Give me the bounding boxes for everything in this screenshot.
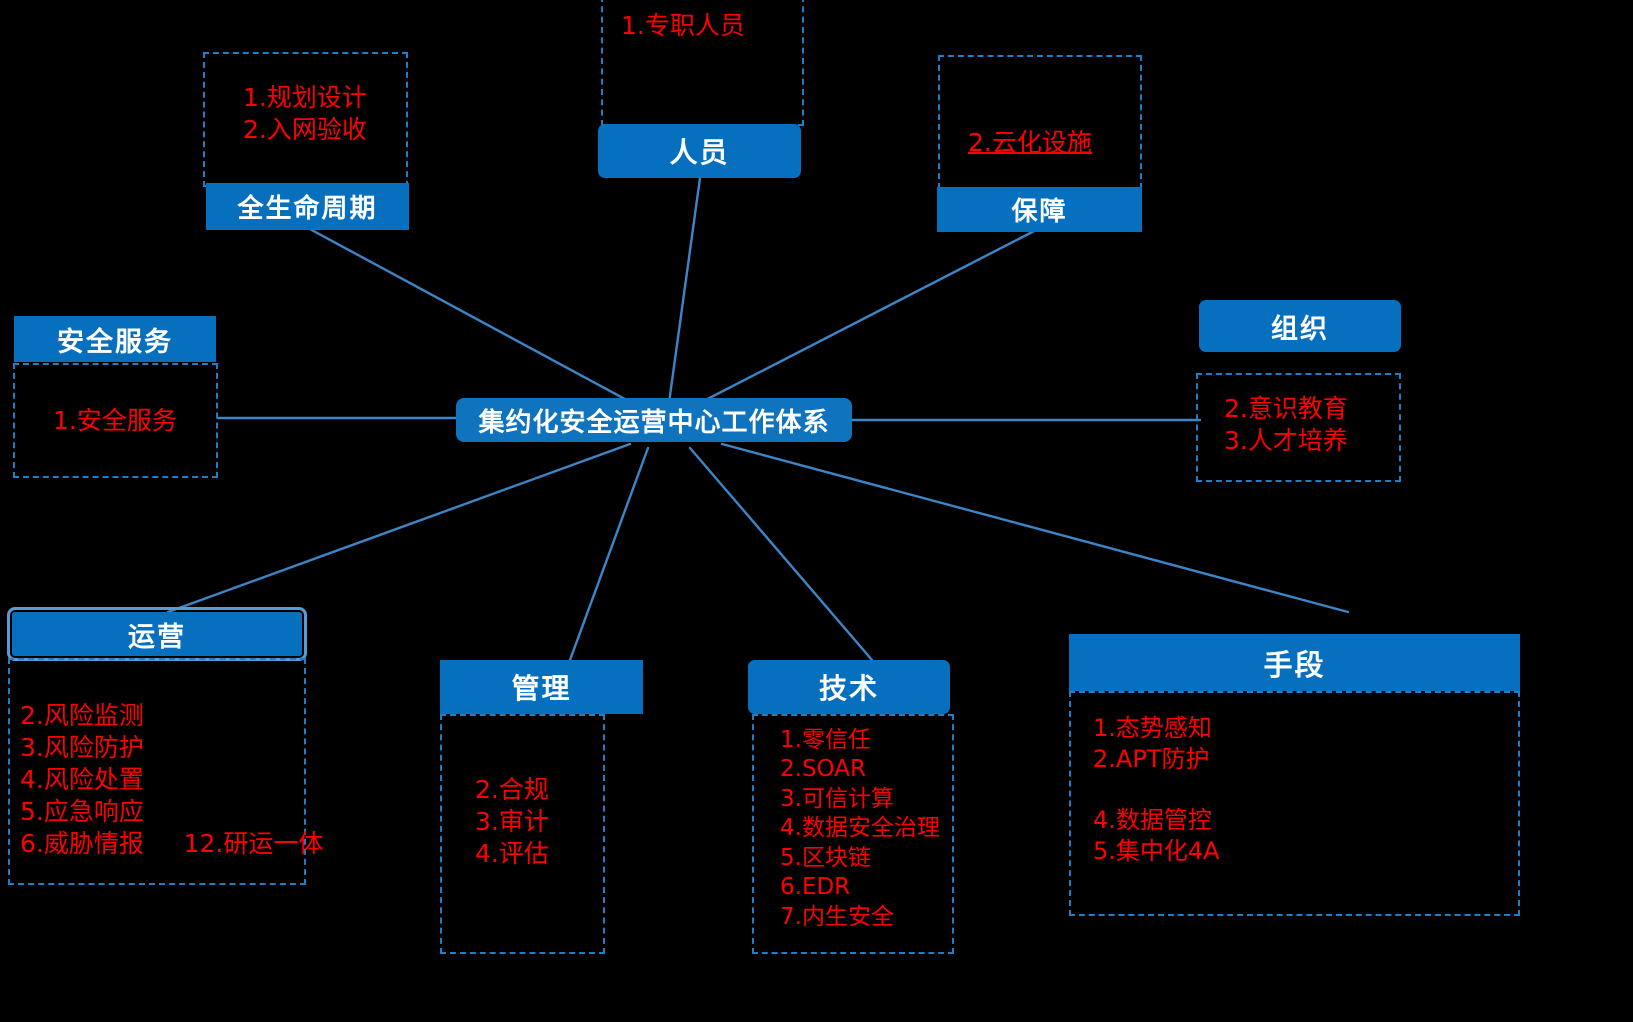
means-title[interactable]: 手段 bbox=[1069, 634, 1520, 691]
means-detail-panel: 1.态势感知 2.APT防护 4.数据管控 5.集中化4A bbox=[1069, 691, 1520, 916]
operations-item-1: 2.风险监测 bbox=[20, 701, 144, 730]
personnel-detail-panel: 1.专职人员 bbox=[601, 0, 804, 126]
personnel-title-label: 人员 bbox=[669, 136, 730, 169]
central-node-label: 集约化安全运营中心工作体系 bbox=[478, 407, 830, 438]
management-item-3: 4.评估 bbox=[475, 839, 549, 868]
technology-detail-panel: 1.零信任 2.SOAR 3.可信计算 4.数据安全治理 5.区块链 6.EDR… bbox=[752, 714, 954, 954]
lifecycle-item-1: 1.规划设计 bbox=[243, 83, 367, 112]
technology-item-4: 4.数据安全治理 bbox=[780, 815, 940, 842]
technology-title[interactable]: 技术 bbox=[748, 660, 950, 714]
means-title-label: 手段 bbox=[1263, 647, 1326, 682]
operations-item-5: 6.威胁情报 12.研运一体 bbox=[20, 829, 324, 858]
operations-item-3: 4.风险处置 bbox=[20, 765, 144, 794]
means-item-4: 4.数据管控 bbox=[1093, 806, 1212, 835]
assurance-item-1: 2.云化设施 bbox=[968, 128, 1092, 157]
organization-title-label: 组织 bbox=[1271, 313, 1329, 345]
technology-item-7: 7.内生安全 bbox=[780, 903, 894, 930]
technology-item-1: 1.零信任 bbox=[780, 727, 871, 753]
organization-item-1: 2.意识教育 bbox=[1224, 394, 1348, 423]
operations-title[interactable]: 运营 bbox=[7, 607, 307, 661]
edge-to-operations bbox=[166, 442, 632, 614]
edge-to-lifecycle bbox=[306, 226, 662, 420]
management-detail-panel: 2.合规 3.审计 4.评估 bbox=[440, 714, 605, 954]
edge-to-personnel bbox=[666, 176, 702, 412]
technology-item-5: 5.区块链 bbox=[780, 844, 871, 871]
security-service-title[interactable]: 安全服务 bbox=[14, 316, 216, 362]
assurance-title[interactable]: 保障 bbox=[937, 187, 1142, 232]
security-service-item-1: 1.安全服务 bbox=[53, 406, 177, 435]
means-item-1: 1.态势感知 bbox=[1093, 714, 1212, 742]
edge-to-management bbox=[568, 446, 650, 662]
assurance-detail-panel: 2.云化设施 bbox=[938, 55, 1142, 189]
management-item-1: 2.合规 bbox=[475, 775, 549, 804]
edge-to-assurance bbox=[688, 226, 1042, 410]
operations-item-4: 5.应急响应 bbox=[20, 797, 144, 826]
personnel-item-1: 1.专职人员 bbox=[621, 11, 745, 40]
lifecycle-title[interactable]: 全生命周期 bbox=[206, 183, 409, 230]
management-title-label: 管理 bbox=[511, 672, 572, 705]
operations-item-2: 3.风险防护 bbox=[20, 733, 144, 762]
personnel-title[interactable]: 人员 bbox=[598, 124, 801, 178]
technology-item-2: 2.SOAR bbox=[780, 756, 866, 783]
lifecycle-item-2: 2.入网验收 bbox=[243, 115, 367, 144]
organization-title[interactable]: 组织 bbox=[1199, 300, 1401, 352]
security-service-detail-panel: 1.安全服务 bbox=[13, 363, 218, 478]
security-service-title-label: 安全服务 bbox=[57, 326, 173, 358]
means-item-blank bbox=[1093, 774, 1518, 805]
organization-detail-panel: 2.意识教育 3.人才培养 bbox=[1196, 373, 1401, 482]
technology-title-label: 技术 bbox=[818, 672, 879, 705]
technology-item-6: 6.EDR bbox=[780, 874, 851, 901]
means-item-5: 5.集中化4A bbox=[1093, 836, 1220, 865]
means-item-2: 2.APT防护 bbox=[1093, 744, 1210, 773]
lifecycle-title-label: 全生命周期 bbox=[237, 194, 378, 224]
management-title[interactable]: 管理 bbox=[440, 660, 643, 714]
management-item-2: 3.审计 bbox=[475, 807, 549, 836]
assurance-title-label: 保障 bbox=[1011, 197, 1068, 227]
central-node[interactable]: 集约化安全运营中心工作体系 bbox=[456, 398, 852, 442]
organization-item-2: 3.人才培养 bbox=[1224, 426, 1348, 455]
lifecycle-detail-panel: 1.规划设计 2.入网验收 bbox=[203, 52, 408, 187]
operations-detail-panel: 2.风险监测 3.风险防护 4.风险处置 5.应急响应 6.威胁情报 12.研运… bbox=[8, 658, 324, 885]
technology-item-3: 3.可信计算 bbox=[780, 785, 894, 812]
operations-title-label: 运营 bbox=[128, 621, 186, 653]
edge-to-technology bbox=[688, 446, 874, 662]
